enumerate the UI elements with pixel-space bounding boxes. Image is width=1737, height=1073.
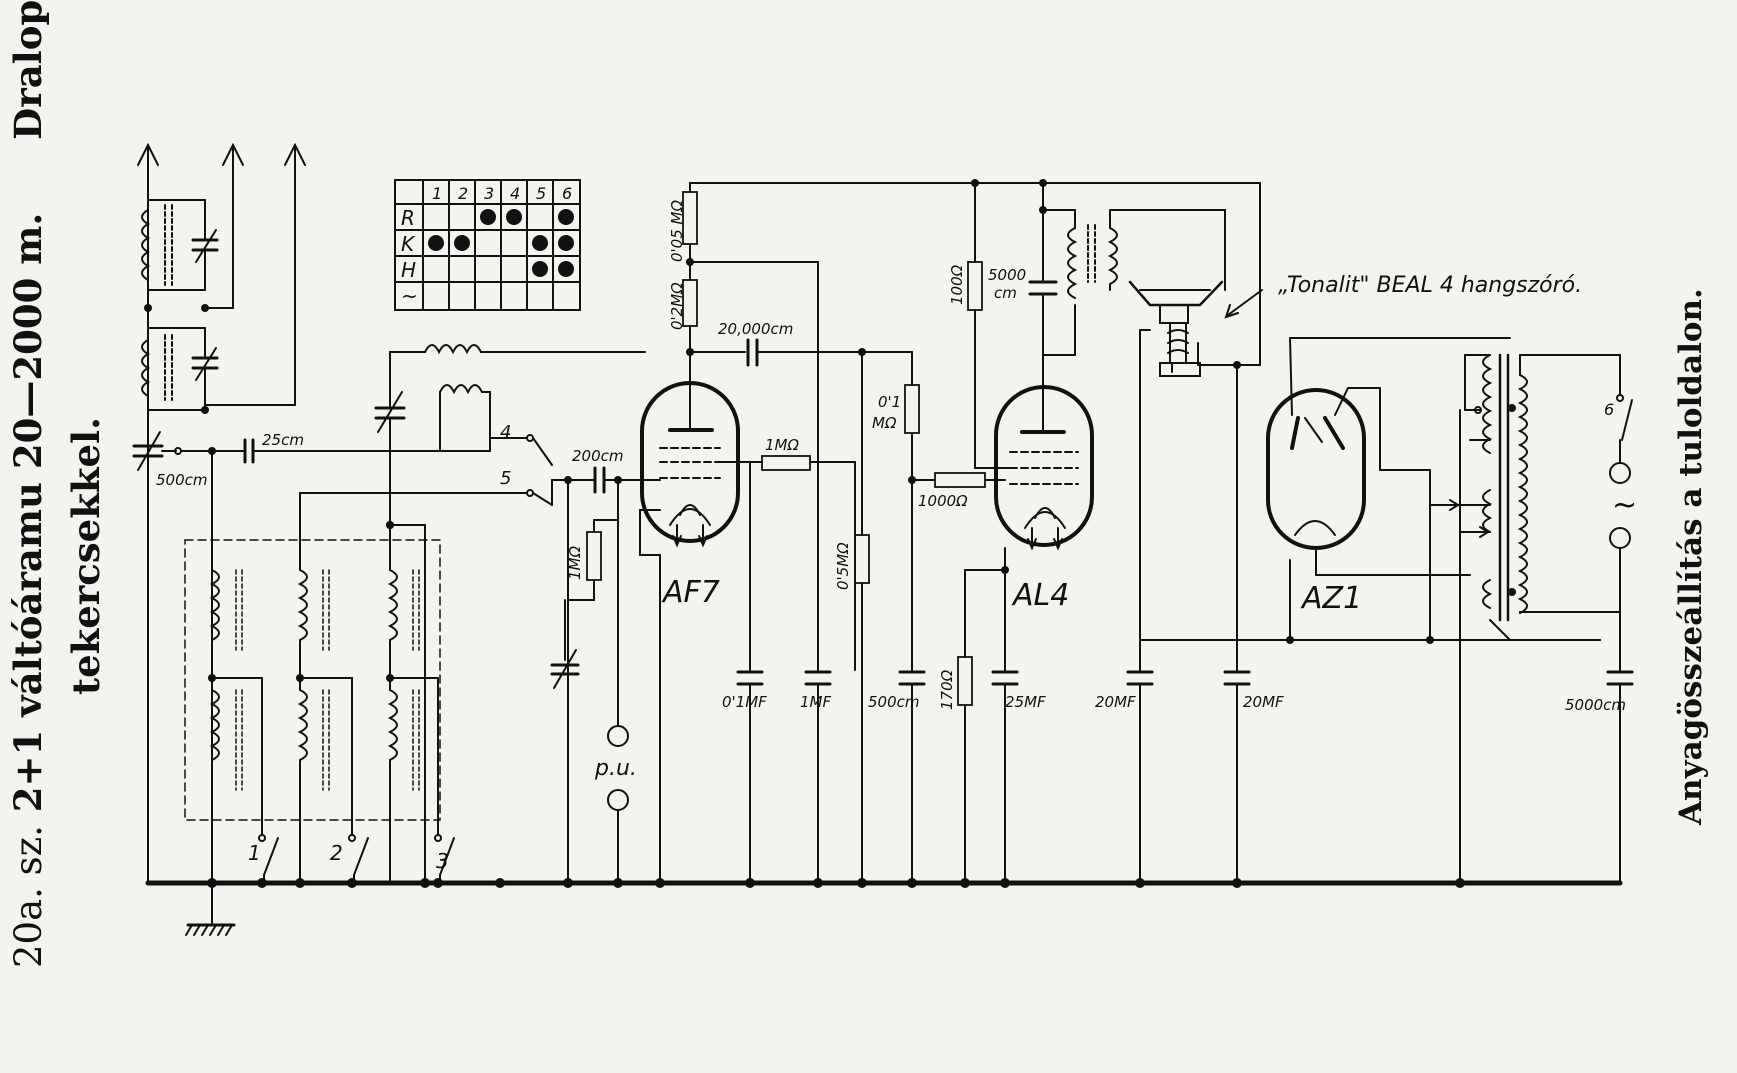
ground-symbol <box>185 882 236 936</box>
coil-bank <box>209 492 501 884</box>
antenna-inputs <box>137 142 306 441</box>
decoupling-capacitors-af7 <box>736 461 832 884</box>
label-20mf-a: 20MF <box>1095 693 1136 711</box>
trimmer-capacitor <box>550 599 580 689</box>
label-02M: 0'2MΩ <box>668 282 686 330</box>
label-500cm-ant: 500cm <box>156 471 208 489</box>
cathode-network-al4 <box>957 547 1019 884</box>
tuning-capacitor <box>374 351 426 526</box>
label-5000a: 5000 <box>988 266 1026 284</box>
table-dot <box>428 235 444 251</box>
label-5000b: cm <box>994 284 1017 302</box>
label-100ohm: 100Ω <box>948 264 966 305</box>
resistor-05M <box>854 351 870 884</box>
label-1M-series: 1MΩ <box>765 436 799 454</box>
switch-4 <box>489 434 553 466</box>
label-5000cm: 5000cm <box>1565 696 1626 714</box>
label-005M: 0'05 MΩ <box>668 200 686 262</box>
label-1M-grid: 1MΩ <box>566 546 584 580</box>
mains-switch-6 <box>1606 354 1634 884</box>
label-500cm: 500cm <box>868 693 920 711</box>
mains-symbol: ~ <box>1612 488 1637 523</box>
coil-shield <box>184 539 441 821</box>
label-1mf: 1MF <box>800 693 831 711</box>
label-200cm: 200cm <box>572 447 624 465</box>
label-25mf: 25MF <box>1005 693 1046 711</box>
switch-number-3: 3 <box>436 849 449 873</box>
tube-label-al4: AL4 <box>1011 578 1069 613</box>
table-column-1: 1 <box>432 184 442 203</box>
table-dot <box>506 209 522 225</box>
label-1000ohm: 1000Ω <box>918 492 968 510</box>
al4-network <box>967 182 1076 469</box>
label-05M: 0'5MΩ <box>834 542 852 590</box>
label-01b: MΩ <box>872 414 897 432</box>
antenna-coil-lower <box>141 327 219 411</box>
tube-al4 <box>974 354 1094 551</box>
table-column-4: 4 <box>510 184 520 203</box>
tube-label-az1: AZ1 <box>1300 581 1362 616</box>
table-dot <box>558 261 574 277</box>
antenna-coil-upper <box>141 199 219 291</box>
label-01a: 0'1 <box>878 393 901 411</box>
label-20mf-b: 20MF <box>1243 693 1284 711</box>
table-row-label: K <box>401 232 416 256</box>
table-column-2: 2 <box>458 184 468 203</box>
table-dot <box>480 209 496 225</box>
grid-resistor-1M <box>567 479 619 601</box>
pickup-jacks <box>607 479 629 884</box>
switch-5 <box>499 479 591 506</box>
speaker-label: „Tonalit" BEAL 4 hangszóró. <box>1278 273 1582 298</box>
table-dot <box>558 235 574 251</box>
band-switches <box>258 524 455 884</box>
rf-transformer <box>424 344 646 451</box>
tube-af7 <box>639 351 763 884</box>
switch-table-dots <box>428 209 574 277</box>
tube-label-af7: AF7 <box>661 575 720 610</box>
table-column-6: 6 <box>562 184 572 203</box>
switch-number-6: 6 <box>1604 400 1614 419</box>
labels: AF7 AL4 AZ1 „Tonalit" BEAL 4 hangszóró. … <box>156 200 1637 873</box>
label-20000cm: 20,000cm <box>718 320 793 338</box>
table-row-label: ~ <box>401 284 418 308</box>
table-dot <box>558 209 574 225</box>
grid-capacitor-200cm <box>567 466 641 884</box>
table-dot <box>532 261 548 277</box>
table-column-3: 3 <box>484 184 494 203</box>
table-dot <box>454 235 470 251</box>
junction-dots <box>144 179 1516 888</box>
switch-number-4: 4 <box>500 422 511 443</box>
power-transformer <box>1429 353 1621 884</box>
tube-az1 <box>1266 337 1511 641</box>
table-row-label: R <box>401 206 415 230</box>
table-row-label: H <box>401 258 416 282</box>
output-transformer <box>1067 209 1226 299</box>
switch-number-5: 5 <box>500 468 511 489</box>
af7-plate-network <box>682 182 1261 671</box>
loudspeaker <box>1128 182 1263 641</box>
label-01mf: 0'1MF <box>722 693 767 711</box>
antenna-capacitor-500cm <box>132 431 246 884</box>
resistor-01M <box>898 351 936 884</box>
label-pu: p.u. <box>594 756 637 781</box>
label-25cm: 25cm <box>262 431 304 449</box>
label-170ohm: 170Ω <box>938 669 956 710</box>
table-dot <box>532 235 548 251</box>
switch-number-1: 1 <box>248 841 261 865</box>
table-column-5: 5 <box>536 184 546 203</box>
switch-number-2: 2 <box>330 841 343 865</box>
